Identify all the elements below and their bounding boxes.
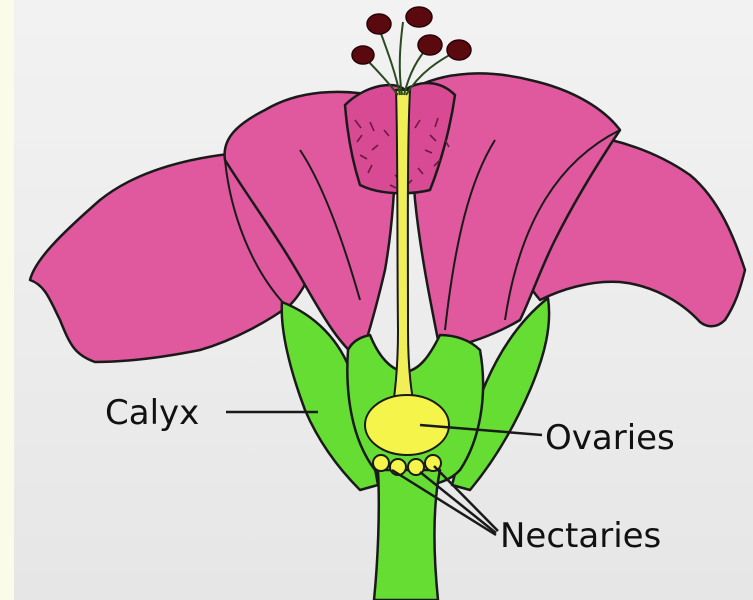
ovaries-label: Ovaries [545,418,675,458]
anther [447,40,471,60]
stem [374,470,440,600]
nectaries-label: Nectaries [500,516,661,556]
anther [352,46,374,64]
anther [418,35,442,55]
anther [406,7,432,27]
calyx-label: Calyx [105,393,199,433]
anther [367,14,391,34]
ovary [365,395,449,455]
anthers [352,7,471,64]
petals [30,73,745,362]
